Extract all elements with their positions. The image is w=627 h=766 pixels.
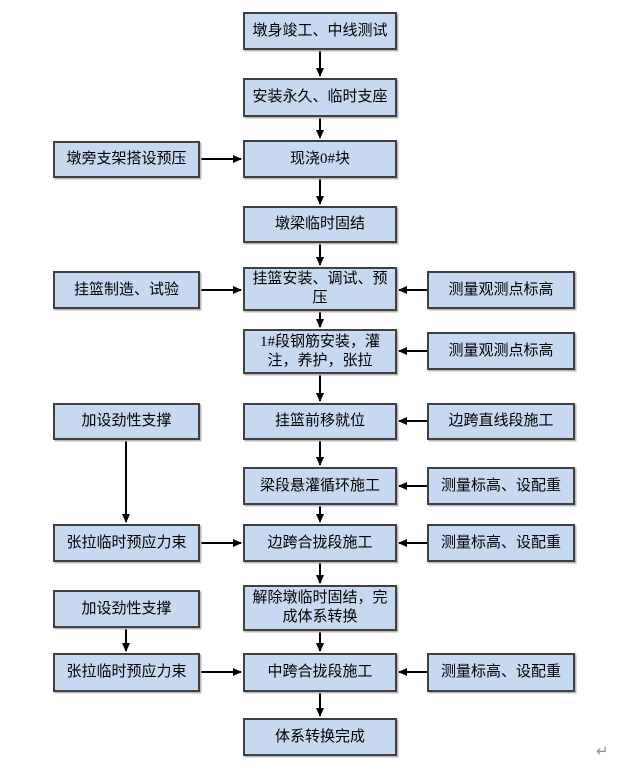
node-segment1-rebar-pour-cure-tension: 1#段钢筋安装，灌注，养护，张拉	[243, 329, 397, 374]
node-side-span-straight-segment: 边跨直线段施工	[427, 403, 575, 440]
node-measure-elevation-counterweight-1: 测量标高、设配重	[427, 467, 575, 505]
node-add-rigid-support-2: 加设劲性支撑	[53, 590, 200, 628]
node-cast-block-0: 现浇0#块	[243, 140, 397, 178]
node-tension-temp-prestress-1: 张拉临时预应力束	[53, 524, 200, 562]
node-basket-move-forward: 挂篮前移就位	[243, 403, 397, 440]
node-basket-install-debug-preload: 挂篮安装、调试、预压	[243, 267, 397, 311]
node-measure-observation-elevation-2: 测量观测点标高	[427, 332, 575, 370]
node-release-temp-consolidation: 解除墩临时固结，完成体系转换	[243, 585, 397, 631]
node-measure-elevation-counterweight-3: 测量标高、设配重	[427, 653, 575, 692]
node-pier-beam-temp-consolidation: 墩梁临时固结	[243, 206, 397, 243]
node-measure-observation-elevation-1: 测量观测点标高	[427, 271, 575, 309]
node-segment-cantilever-pour-cycle: 梁段悬灌循环施工	[243, 467, 397, 505]
node-pier-side-bracket-preload: 墩旁支架搭设预压	[53, 141, 200, 178]
node-install-bearings: 安装永久、临时支座	[243, 78, 397, 117]
node-add-rigid-support-1: 加设劲性支撑	[53, 403, 200, 440]
paragraph-return-icon: ↵	[596, 742, 609, 760]
node-basket-manufacture-test: 挂篮制造、试验	[53, 271, 200, 309]
node-pier-body-completion: 墩身竣工、中线测试	[243, 12, 397, 50]
node-side-span-closure: 边跨合拢段施工	[243, 524, 397, 562]
node-system-conversion-complete: 体系转换完成	[243, 718, 397, 756]
node-tension-temp-prestress-2: 张拉临时预应力束	[53, 653, 200, 692]
node-mid-span-closure: 中跨合拢段施工	[243, 653, 397, 692]
node-measure-elevation-counterweight-2: 测量标高、设配重	[427, 524, 575, 562]
